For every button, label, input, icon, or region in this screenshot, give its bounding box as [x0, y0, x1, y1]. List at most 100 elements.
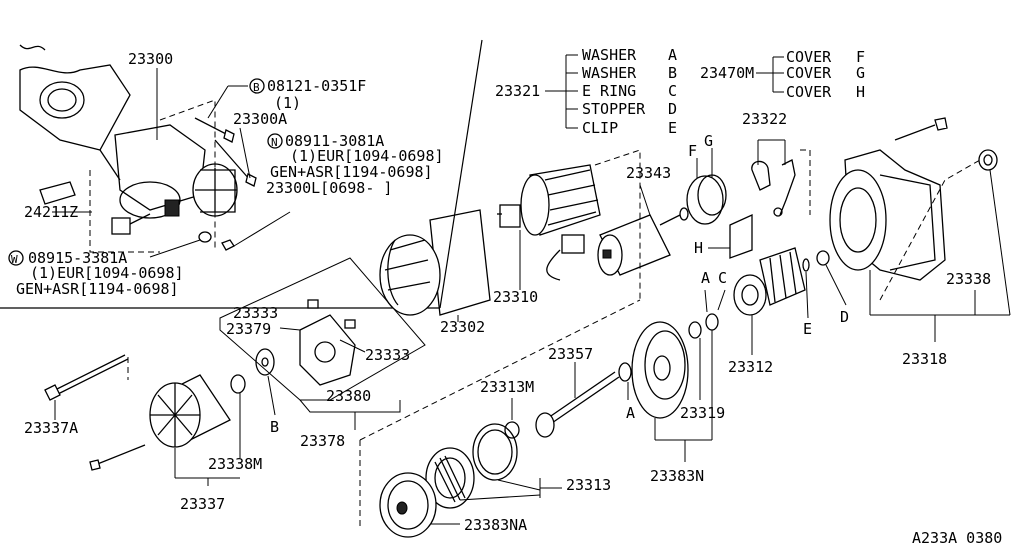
drive-housing-drawing — [618, 289, 726, 462]
label-23313: 23313 — [566, 476, 611, 494]
kit-23321-item-3-name: STOPPER — [582, 100, 646, 118]
diagram-id: A233A 0380 — [912, 529, 1002, 547]
cover-fgh-drawing — [686, 148, 753, 259]
kit-23321-item-1-name: WASHER — [582, 64, 637, 82]
callout-d1: D — [840, 308, 849, 326]
kit-23321-item-4-code: E — [668, 119, 677, 137]
yoke-23302-drawing — [379, 209, 491, 322]
label-23343: 23343 — [626, 164, 671, 182]
kit-23470m-item-0-name: COVER — [786, 48, 832, 66]
label-nut-n-gen: GEN+ASR[1194-0698] — [270, 163, 433, 181]
kit-23321-item-1-code: B — [668, 64, 677, 82]
label-23300l: 23300L[0698- ] — [266, 179, 392, 197]
label-23383n: 23383N — [650, 467, 704, 485]
gear-23312-drawing — [733, 247, 810, 355]
kit-23321-item-0-code: A — [668, 46, 677, 64]
callout-h: H — [694, 239, 703, 257]
clutch-drawing — [379, 423, 562, 538]
rear-cover-drawing — [89, 374, 246, 486]
washer-nut-drawing — [198, 211, 291, 251]
svg-text:B: B — [253, 81, 260, 94]
kit-23470m-item-0-code: F — [856, 48, 865, 66]
svg-text:G: G — [704, 132, 713, 150]
svg-text:B: B — [270, 418, 279, 436]
callout-e1: E — [803, 320, 812, 338]
kit-23470m-item-1-code: G — [856, 64, 865, 82]
label-23322: 23322 — [742, 110, 787, 128]
callout-b2: B — [270, 418, 279, 436]
label-23321: 23321 — [495, 82, 540, 100]
svg-text:W: W — [11, 253, 18, 266]
label-nut-n-eur: (1)EUR[1094-0698] — [290, 147, 444, 165]
label-23313m: 23313M — [480, 378, 534, 396]
svg-text:A: A — [701, 269, 710, 287]
label-washer-w-eur: (1)EUR[1094-0698] — [30, 264, 184, 282]
callout-a2: A — [626, 404, 635, 422]
section-frame — [0, 39, 483, 309]
callout-a1: A — [701, 269, 710, 287]
label-23300: 23300 — [128, 50, 173, 68]
callout-f: F — [688, 142, 697, 160]
kit-23321-item-4-name: CLIP — [582, 119, 618, 137]
label-23318: 23318 — [902, 350, 947, 368]
kit-23321-list: 23321 WASHER A WASHER B E RING C STOPPER… — [495, 46, 677, 137]
leaders-top-left — [52, 68, 251, 258]
label-bolt-b: 08121-0351F — [267, 77, 366, 95]
label-23319: 23319 — [680, 404, 725, 422]
label-23470m: 23470M — [700, 64, 754, 82]
kit-23321-item-2-name: E RING — [582, 82, 636, 100]
svg-text:D: D — [840, 308, 849, 326]
brush-plate-drawing — [299, 299, 356, 386]
starter-assembly-drawing — [111, 124, 238, 235]
label-washer-w-gen: GEN+ASR[1194-0698] — [16, 280, 179, 298]
bolt-08121-drawing — [194, 117, 257, 187]
label-23333-a: 23333 — [233, 304, 278, 322]
label-washer-w: 08915-3381A — [28, 249, 127, 267]
rear-housing-drawing — [829, 117, 1011, 342]
callout-circle-w: W — [8, 250, 24, 266]
retainer-23322-drawing: 23322 — [742, 110, 811, 217]
label-23338m: 23338M — [208, 455, 262, 473]
kit-23470m-list: 23470M COVER F COVER G COVER H — [700, 48, 865, 101]
label-23357: 23357 — [548, 345, 593, 363]
kit-23470m-item-1-name: COVER — [786, 64, 832, 82]
kit-23321-item-3-code: D — [668, 100, 677, 118]
label-23310: 23310 — [493, 288, 538, 306]
label-23312: 23312 — [728, 358, 773, 376]
label-23337: 23337 — [180, 495, 225, 513]
kit-23470m-item-2-code: H — [856, 83, 865, 101]
solenoid-drawing — [597, 184, 689, 276]
label-23300a: 23300A — [233, 110, 287, 128]
label-23379: 23379 — [226, 320, 271, 338]
kit-23321-item-2-code: C — [668, 82, 677, 100]
label-bolt-b-qty: (1) — [274, 94, 301, 112]
label-23333-b: 23333 — [365, 346, 410, 364]
label-23378: 23378 — [300, 432, 345, 450]
washer-b-drawing — [255, 348, 276, 416]
cover-24211z-drawing — [39, 181, 76, 205]
label-23380: 23380 — [326, 387, 371, 405]
armature-23310-drawing — [497, 149, 641, 300]
label-23337a: 23337A — [24, 419, 78, 437]
kit-23321-item-0-name: WASHER — [582, 46, 637, 64]
callout-circle-n: N — [267, 133, 283, 149]
label-23383na: 23383NA — [464, 516, 527, 534]
svg-text:A: A — [626, 404, 635, 422]
kit-23470m-item-2-name: COVER — [786, 83, 832, 101]
callout-circle-b: B — [249, 78, 265, 94]
svg-text:F: F — [688, 142, 697, 160]
svg-text:H: H — [694, 239, 703, 257]
svg-text:N: N — [271, 136, 278, 149]
svg-text:E: E — [803, 320, 812, 338]
label-nut-n: 08911-3081A — [285, 132, 384, 150]
label-23338: 23338 — [946, 270, 991, 288]
through-bolt-drawing — [44, 354, 129, 420]
label-24211z: 24211Z — [24, 203, 78, 221]
callout-c1: C — [718, 269, 727, 287]
svg-text:C: C — [718, 269, 727, 287]
label-23302: 23302 — [440, 318, 485, 336]
engine-housing-drawing — [19, 44, 131, 181]
pinion-shaft-drawing — [504, 362, 620, 439]
callout-g: G — [704, 132, 713, 150]
